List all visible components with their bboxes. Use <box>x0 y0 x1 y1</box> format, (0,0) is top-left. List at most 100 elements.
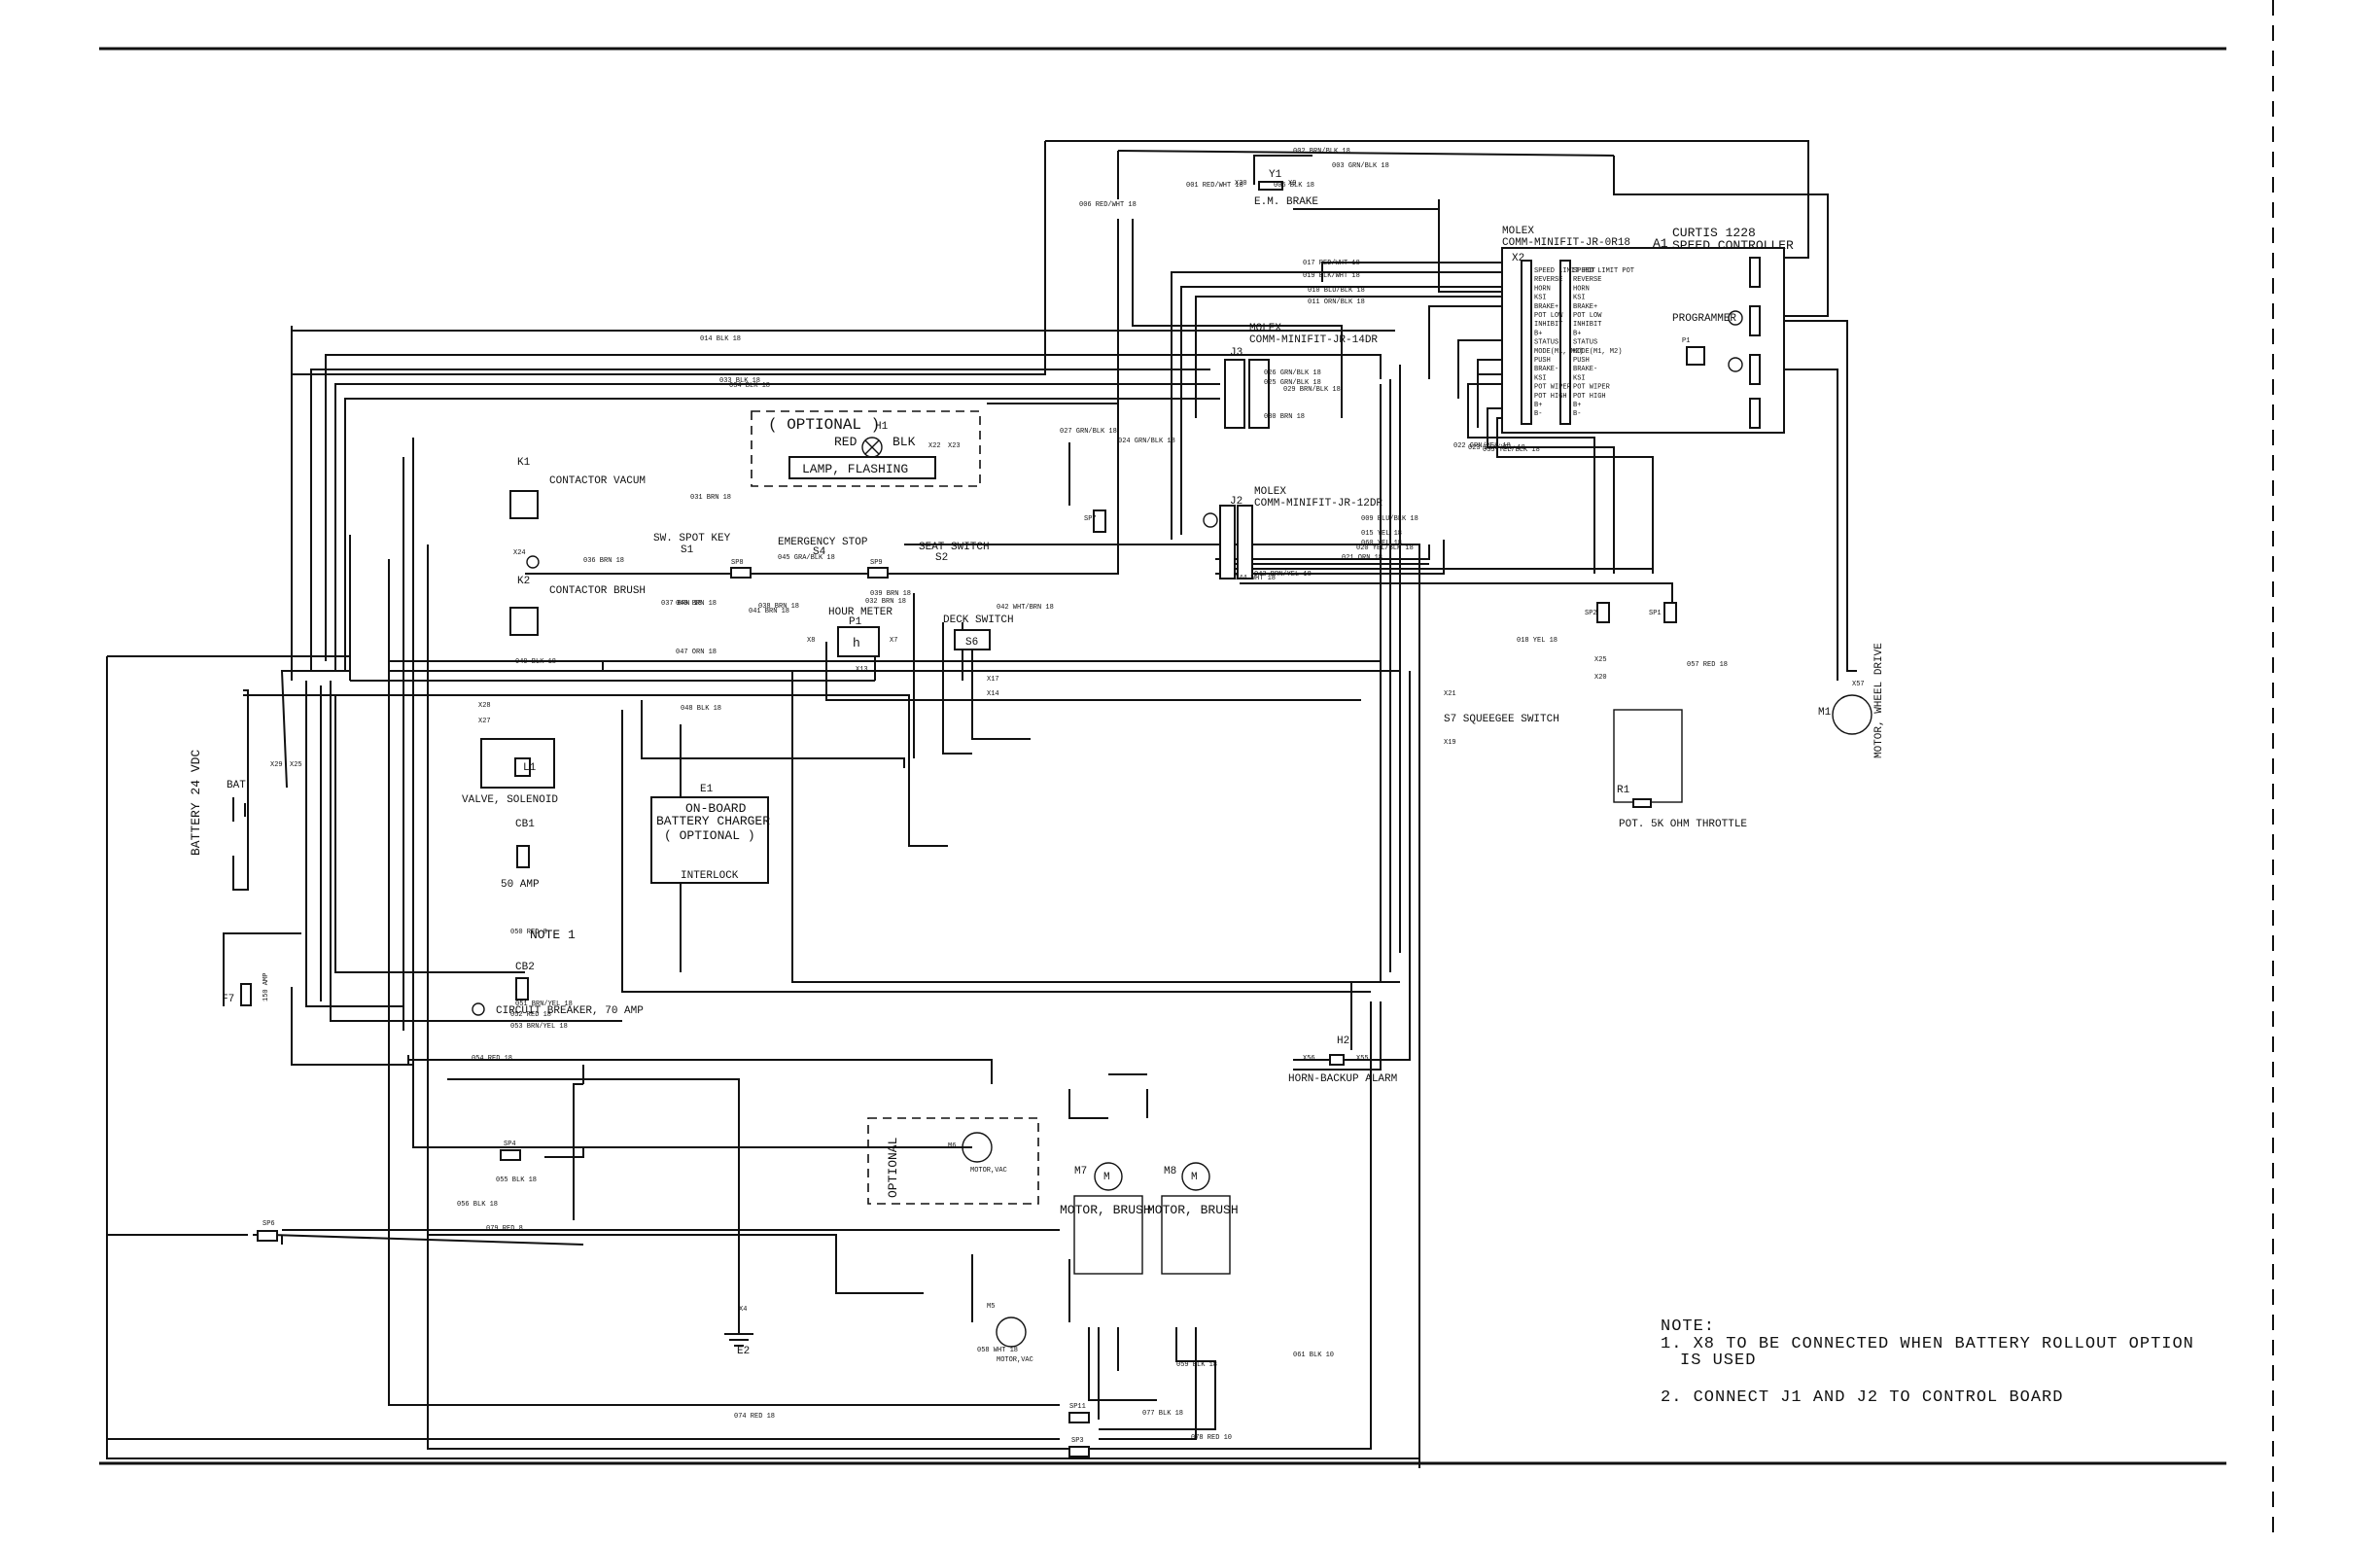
lamp-flashing-h1: ( OPTIONAL ) H1 RED BLK LAMP, FLASHING X… <box>751 410 981 487</box>
y1-ref: Y1 <box>1269 169 1282 181</box>
wire-label: 077 BLK 18 <box>1142 1410 1183 1418</box>
j3-line2: COMM-MINIFIT-JR-14DR <box>1249 334 1378 346</box>
wire-label: 006 RED/WHT 18 <box>1079 201 1137 209</box>
m7-name: MOTOR, BRUSH <box>1060 1203 1151 1217</box>
f7-amp: 150 AMP <box>262 973 270 1001</box>
battery-charger-e1: E1 ON-BOARD BATTERY CHARGER ( OPTIONAL )… <box>650 784 770 884</box>
wire-label: 014 BLK 18 <box>700 335 741 343</box>
wire-label: 045 GRA/BLK 18 <box>778 554 835 562</box>
m8-m: M <box>1191 1172 1198 1183</box>
h1-optional: ( OPTIONAL ) <box>768 416 880 434</box>
x2-pin-9: STATUS <box>1534 339 1558 347</box>
m6-ref: M6 <box>948 1142 956 1150</box>
x27-label: X28 <box>478 702 491 710</box>
wire-label: 002 BRN/BLK 18 <box>1293 148 1350 156</box>
j3-line1: MOLEX <box>1249 323 1281 334</box>
wire-label: 048 BLK 18 <box>681 705 721 713</box>
throttle-pot-r1: R1 POT. 5K OHM THROTTLE SP2 SP1 X25 X20 <box>1585 602 1747 830</box>
sp3-label: SP3 <box>1071 1437 1084 1445</box>
wire-label: 057 RED 18 <box>1687 661 1728 669</box>
r1-ref: R1 <box>1617 785 1630 796</box>
sp11-label: SP11 <box>1069 1403 1086 1411</box>
m7-m: M <box>1103 1172 1110 1183</box>
wire-label: 027 GRN/BLK 18 <box>1060 428 1117 436</box>
wire-label: 042 WHT/BRN 18 <box>997 604 1054 612</box>
wire-label: 074 RED 18 <box>734 1413 775 1421</box>
speed-controller-a1: CURTIS 1228 SPEED CONTROLLER A1 PROGRAMM… <box>1501 226 1794 434</box>
wire-label: 040 BRN 18 <box>676 600 717 608</box>
a1-pin-17: B- <box>1573 410 1581 418</box>
wire-label: 029 BRN/BLK 18 <box>1283 386 1341 394</box>
k2-name: CONTACTOR BRUSH <box>549 585 646 597</box>
note1-label: NOTE 1 <box>530 928 576 942</box>
m5-name: MOTOR,VAC <box>997 1356 1033 1364</box>
sp2-label: SP2 <box>1585 610 1597 617</box>
wire-label: 079 RED 8 <box>486 1225 523 1233</box>
programmer-port <box>1686 346 1705 366</box>
s1-name: SW. SPOT KEY <box>653 533 731 544</box>
x2-pin-8: B+ <box>1534 330 1542 337</box>
j2-line1: MOLEX <box>1254 486 1286 498</box>
a1-sub: SPEED CONTROLLER <box>1672 238 1794 253</box>
wire-label: 055 BLK 18 <box>496 1176 537 1184</box>
motor-brush-m7: M M7 MOTOR, BRUSH <box>1060 1162 1151 1275</box>
s4-ref: S4 <box>813 546 826 558</box>
s2-ref: S2 <box>935 552 948 564</box>
y1-x30: X30 <box>1235 180 1247 188</box>
wire-label: 056 BLK 18 <box>457 1201 498 1209</box>
m1-name: MOTOR, WHEEL DRIVE <box>1873 643 1885 758</box>
m8-ref: M8 <box>1164 1166 1176 1177</box>
valve-solenoid-l1: L1 VALVE, SOLENOID X28 X27 <box>462 702 558 806</box>
wire-label: 078 RED 10 <box>1191 1434 1232 1442</box>
wire-label: 015 YEL 18 <box>1361 530 1402 538</box>
a1-pin-16: B+ <box>1573 402 1581 409</box>
h2-ref: H2 <box>1337 1036 1349 1047</box>
molex-j3: MOLEX COMM-MINIFIT-JR-14DR J3 <box>1224 323 1378 429</box>
s7-name: S7 SQUEEGEE SWITCH <box>1444 714 1559 725</box>
a1-pin-9: STATUS <box>1573 339 1597 347</box>
l1-ref: L1 <box>523 762 537 774</box>
x2-pin-6: POT LOW <box>1534 312 1563 320</box>
wire-label: 061 BLK 10 <box>1293 1352 1334 1359</box>
a1-p1-label: P1 <box>1682 337 1690 345</box>
x2-pin-13: KSI <box>1534 374 1547 382</box>
a1-pin-10: MODE(M1, M2) <box>1573 348 1622 356</box>
a1-box <box>1501 247 1785 434</box>
h1-name: LAMP, FLASHING <box>802 462 908 476</box>
wire-label: 001 RED/WHT 18 <box>1186 182 1243 190</box>
k1-name: CONTACTOR VACUM <box>549 475 646 487</box>
notes-title: NOTE: <box>1661 1317 1715 1336</box>
wire-label: 021 ORN 18 <box>1342 554 1382 562</box>
contactor-k1: K1 CONTACTOR VACUM X24 <box>509 457 646 569</box>
x2-pin-12: BRAKE- <box>1534 366 1558 373</box>
x2-pin-11: PUSH <box>1534 357 1551 365</box>
battery-ref: BAT <box>227 780 246 791</box>
wire-label: 020 YEL/BLK 18 <box>1356 544 1414 552</box>
h1-x22: X22 <box>928 442 941 450</box>
note-1-line-a: 1. X8 TO BE CONNECTED WHEN BATTERY ROLLO… <box>1661 1335 2194 1353</box>
em-brake-y1: Y1 E.M. BRAKE X30 X9 <box>1235 169 1318 208</box>
splice-boxes: SP4 SP6 SP11 SP3 SP7 <box>257 509 1106 1457</box>
cb1-ref: CB1 <box>515 819 535 830</box>
sp8-label: SP9 <box>870 559 883 567</box>
wire-label: 049 BLK 18 <box>515 658 556 666</box>
x2-pin-3: HORN <box>1534 285 1551 293</box>
molex-j2: MOLEX COMM-MINIFIT-JR-12DR J2 <box>1203 486 1382 579</box>
x21-label: X20 <box>1594 674 1607 682</box>
battery-24vdc: BATTERY 24 VDC BAT X29 X25 <box>189 750 302 856</box>
wire-label: 041 BRN 18 <box>749 608 789 615</box>
wire-label: 039 BRN 18 <box>870 590 911 598</box>
wire-label: 017 RED/WHT 18 <box>1303 260 1360 267</box>
wire-label: 026 GRN/BLK 18 <box>1264 369 1321 377</box>
wire-label: 025 GRN/BLK 18 <box>1264 379 1321 387</box>
x26-label: X27 <box>478 718 491 725</box>
wire-label: 011 ORN/BLK 18 <box>1308 298 1365 306</box>
wire-label: 038 BRN 18 <box>758 603 799 611</box>
a1-pin-7: INHIBIT <box>1573 321 1601 329</box>
contactor-k2: K2 CONTACTOR BRUSH <box>509 576 646 636</box>
x13-label: X13 <box>856 666 868 674</box>
m8-name: MOTOR, BRUSH <box>1147 1203 1239 1217</box>
m7-ref: M7 <box>1074 1166 1087 1177</box>
wire-label: 058 WHT 18 <box>977 1347 1018 1354</box>
